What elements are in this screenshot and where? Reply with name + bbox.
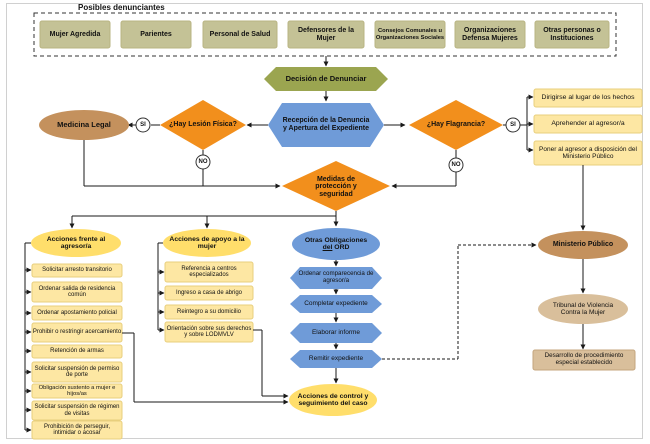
agresor-item-7: Obligación sustento a mujer e hijos/as (38, 384, 116, 397)
ministerio-ellipse (538, 231, 628, 259)
otras-header-label: Otras Obligaciones del ORD (296, 233, 376, 255)
si-label-left: SI (140, 121, 146, 128)
denunciante-label-5: Consejos Comunales u Organizaciones Soci… (375, 28, 445, 41)
otras-item-3: Elaborar informe (311, 329, 361, 337)
medicina-label: Medicina Legal (57, 119, 111, 129)
denunciante-label-2: Parientes (140, 30, 172, 38)
flagrancia-action-2: Aprehender al agresor/a (551, 120, 625, 128)
denunciante-box-4 (287, 20, 365, 49)
flagrancia-diamond (409, 100, 503, 150)
agresor-item-1: Solicitar arresto transitorio (42, 267, 112, 274)
tribunal-label: Tribunal de Violencia Contra la Mujer (552, 301, 614, 316)
flagrancia-action-3: Poner al agresor a disposición del Minis… (539, 145, 637, 160)
otras-item-hex-2 (290, 295, 382, 313)
agresor-header-ellipse (31, 229, 121, 257)
flagrancia-action-1: Dirigirse al lugar de los hechos (541, 94, 635, 102)
denunciantes-dashed-box (33, 12, 617, 57)
section-title: Posibles denunciantes (78, 3, 165, 12)
medidas-diamond (282, 161, 390, 211)
ministerio-label: Ministerio Público (552, 241, 614, 249)
apoyo-item-4: Orientación sobre sus derechos y sobre L… (166, 325, 252, 338)
denunciante-label-7: Otras personas o Instituciones (543, 26, 601, 42)
denunciante-box-3 (202, 20, 278, 49)
otras-header-text-1: Otras Obligaciones (304, 236, 368, 244)
medidas-label: Medidas de protección y seguridad (315, 175, 357, 198)
apoyo-header-ellipse (163, 229, 251, 257)
denunciante-label-6: Organizaciones Defensa Mujeres (462, 26, 518, 42)
flagrancia-action-box-1 (533, 88, 643, 108)
apoyo-item-2: Ingreso a casa de abrigo (175, 289, 243, 296)
otras-item-1: Ordenar comparecencia de agresor/a (298, 270, 374, 284)
no-label-right: NO (451, 161, 461, 168)
apoyo-item-boxes (164, 261, 254, 343)
tribunal-ellipse (538, 294, 628, 324)
flagrancia-action-box-2 (533, 114, 643, 134)
otras-item-2: Completar expediente (304, 300, 368, 308)
apoyo-item-3: Reintegro a su domicilio (176, 308, 242, 315)
agresor-item-9: Prohibición de perseguir, intimidar o ac… (43, 423, 111, 436)
otras-header-text-2: del (322, 244, 333, 251)
recepcion-hexagon (268, 103, 384, 147)
otras-header-text-3: ORD (334, 244, 350, 251)
procedimiento-label: Desarrollo de procedimiento especial est… (544, 352, 624, 366)
no-label-left: NO (198, 158, 208, 165)
denunciante-box-6 (454, 20, 526, 49)
otras-header-ellipse (292, 228, 380, 260)
lesion-diamond (160, 100, 246, 150)
otras-item-4: Remitir expediente (308, 355, 364, 363)
denunciante-label-1: Mujer Agredida (49, 30, 101, 38)
agresor-item-6: Solicitar suspensión de permiso de porte (34, 365, 120, 378)
agresor-item-3: Ordenar apostamiento policial (37, 309, 117, 316)
recepcion-label: Recepción de la Denuncia y Apertura del … (282, 117, 370, 132)
agresor-item-8: Solicitar suspensión de régimen de visit… (34, 404, 120, 417)
procedimiento-box (532, 349, 636, 371)
otras-item-hex-1 (290, 267, 382, 289)
lesion-label: ¿Hay Lesión Física? (169, 121, 237, 129)
otras-item-hex-4 (290, 350, 382, 368)
agresor-header-label: Acciones frente al agresor/a (46, 235, 106, 250)
control-label: Acciones de control y seguimiento del ca… (297, 392, 369, 407)
decision-hexagon (264, 67, 388, 91)
agresor-item-4: Prohibir o restringir acercamiento (32, 329, 122, 336)
page-frame (6, 3, 643, 439)
denunciante-box-7 (534, 20, 610, 49)
medicina-ellipse (39, 110, 129, 140)
denunciante-box-2 (120, 20, 192, 49)
agresor-item-5: Retención de armas (50, 348, 104, 355)
agresor-item-boxes (31, 263, 123, 440)
agresor-item-2: Ordenar salida de residencia común (38, 285, 116, 298)
apoyo-item-1: Referencia a centros especializados (181, 265, 237, 278)
denunciante-label-3: Personal de Salud (209, 30, 271, 38)
flagrancia-label: ¿Hay Flagrancia? (426, 121, 486, 129)
denunciante-box-1 (39, 20, 111, 49)
otras-item-hex-3 (290, 323, 382, 343)
si-label-right: SI (510, 121, 516, 128)
denunciante-box-5 (374, 20, 446, 49)
flagrancia-action-box-3 (533, 140, 643, 166)
apoyo-header-label: Acciones de apoyo a la mujer (169, 235, 245, 250)
decision-label: Decisión de Denunciar (285, 73, 367, 83)
denunciante-label-4: Defensores de la Mujer (297, 26, 355, 42)
control-ellipse (289, 384, 377, 416)
